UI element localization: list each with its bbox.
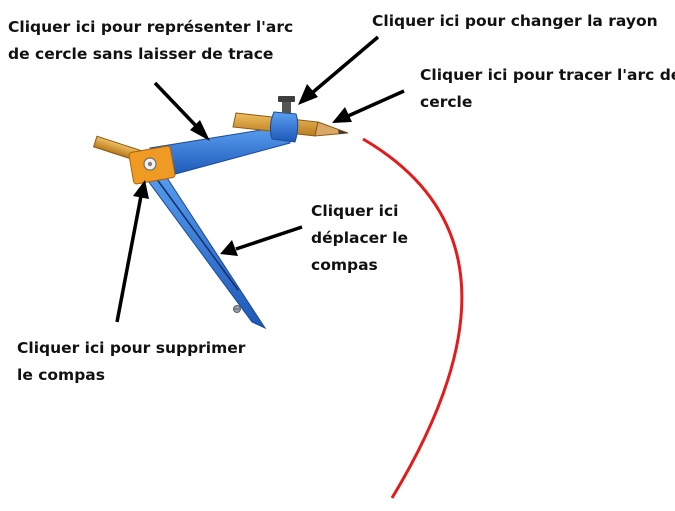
hinge-icon[interactable]	[128, 145, 176, 185]
arrow-arc-preview	[153, 81, 210, 141]
label-change-radius-line1: Cliquer ici pour changer la rayon	[372, 12, 658, 30]
red-arc	[362, 137, 464, 499]
arrow-move-compass	[220, 225, 303, 256]
compass-icon[interactable]	[92, 96, 349, 330]
label-move-compass-line1: Cliquer ici	[311, 202, 399, 220]
arrow-delete-compass	[115, 180, 149, 323]
label-move-compass-line2: déplacer le	[311, 229, 409, 247]
label-move-compass: Cliquer ici déplacer le compas	[311, 198, 408, 279]
label-draw-arc-line2: cercle	[420, 93, 473, 111]
needle-icon	[233, 305, 241, 313]
label-draw-arc-line1: Cliquer ici pour tracer l'arc de	[420, 66, 675, 84]
annotation-arrows	[115, 35, 405, 323]
arrow-change-radius	[298, 35, 380, 105]
label-delete-compass-line2: le compas	[17, 366, 105, 384]
label-arc-preview-line1: Cliquer ici pour représenter l'arc	[8, 18, 294, 36]
label-arc-preview-line2: de cercle sans laisser de trace	[8, 45, 274, 63]
label-arc-preview: Cliquer ici pour représenter l'arc de ce…	[8, 14, 293, 68]
label-draw-arc: Cliquer ici pour tracer l'arc de cercle	[420, 62, 675, 116]
label-delete-compass-line1: Cliquer ici pour supprimer	[17, 339, 246, 357]
label-move-compass-line3: compas	[311, 256, 378, 274]
label-delete-compass: Cliquer ici pour supprimer le compas	[17, 335, 245, 389]
label-change-radius: Cliquer ici pour changer la rayon	[372, 8, 658, 35]
arrow-draw-arc	[332, 89, 405, 123]
pencil-clamp[interactable]	[269, 111, 299, 143]
screw-icon[interactable]	[278, 96, 295, 113]
